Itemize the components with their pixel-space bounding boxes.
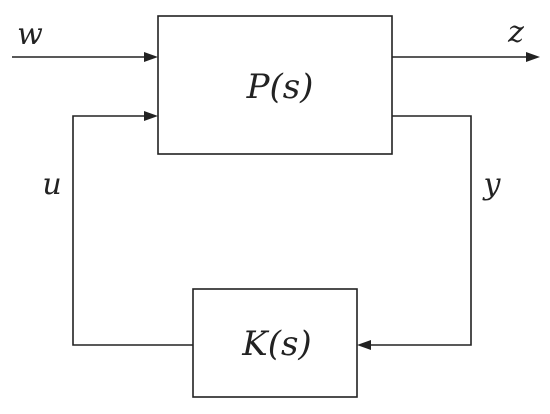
- signal-u-label: u: [42, 167, 61, 202]
- signal-z-arrowhead: [526, 52, 540, 62]
- signal-z: z: [392, 15, 540, 62]
- controller-block: K(s): [192, 288, 358, 398]
- signal-u-line: [72, 115, 193, 346]
- signal-w-label: w: [17, 17, 43, 52]
- controller-block-label: K(s): [241, 324, 311, 364]
- plant-block: P(s): [157, 15, 393, 155]
- plant-block-box: [157, 15, 393, 155]
- signal-y-line: [368, 115, 472, 346]
- plant-block-label: P(s): [246, 67, 314, 107]
- signal-z-label: z: [507, 15, 524, 50]
- signal-u-arrowhead: [144, 111, 158, 121]
- controller-block-box: [192, 288, 358, 398]
- signal-w: w: [12, 17, 158, 62]
- signal-u: u: [42, 111, 193, 346]
- signal-y: y: [357, 115, 502, 350]
- signal-w-arrowhead: [144, 52, 158, 62]
- signal-y-label: y: [482, 167, 502, 202]
- signal-y-arrowhead: [357, 340, 371, 350]
